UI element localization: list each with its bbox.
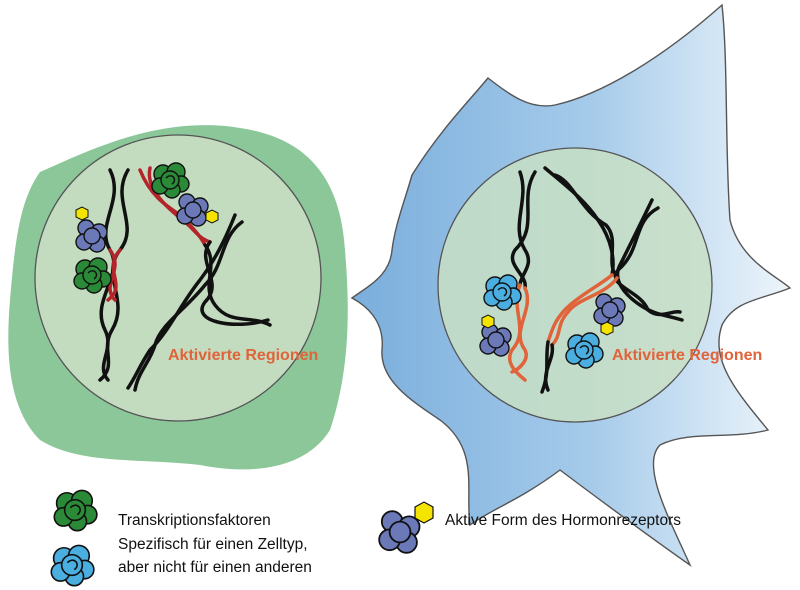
legend-hormone-receptor: Aktive Form des Hormonrezeptors xyxy=(445,512,681,529)
left-cell: Aktivierte Regionen xyxy=(8,125,348,470)
legend-cell-type-specific-2: aber nicht für einen anderen xyxy=(118,559,312,576)
hormone-icon xyxy=(205,209,219,224)
transcription-factor-green xyxy=(151,162,190,199)
active-region-strand xyxy=(106,248,122,302)
activated-regions-label: Aktivierte Regionen xyxy=(612,347,762,364)
transcription-factor-green xyxy=(73,257,112,294)
hormone-icon xyxy=(481,314,495,329)
hormone-receptor xyxy=(479,323,512,357)
hormone-icon xyxy=(600,321,614,336)
legend-cell-type-specific-1: Spezifisch für einen Zelltyp, xyxy=(118,536,308,553)
hormone-receptor xyxy=(593,293,626,327)
legend-hormone-receptor-icon xyxy=(378,510,421,554)
legend: Transkriptionsfaktoren Spezifisch für ei… xyxy=(50,489,681,587)
activated-regions-label: Aktivierte Regionen xyxy=(168,347,318,364)
transcription-factor-blue xyxy=(565,332,604,369)
right-nucleus xyxy=(437,147,713,423)
legend-hormone-icon xyxy=(414,501,434,524)
right-cell: Aktivierte Regionen xyxy=(350,3,792,568)
legend-tf-green-icon xyxy=(53,489,98,532)
legend-tf-blue-icon xyxy=(50,544,95,587)
legend-transcription-factors: Transkriptionsfaktoren xyxy=(118,512,271,529)
right-dna xyxy=(507,166,684,394)
dna-strand xyxy=(553,173,619,280)
active-region-strand xyxy=(510,286,530,374)
active-region-strand xyxy=(550,276,619,347)
dna-strand xyxy=(613,206,682,317)
dna-strand xyxy=(510,170,537,290)
dna-strand xyxy=(200,240,270,327)
dna-strand xyxy=(543,343,555,392)
hormone-receptor xyxy=(75,219,108,253)
dna-strand xyxy=(133,220,244,392)
hormone-receptor xyxy=(176,193,209,227)
active-region-strand xyxy=(546,273,614,344)
transcription-factor-blue xyxy=(483,274,522,311)
dna-strand xyxy=(517,170,531,287)
hormone-icon xyxy=(75,206,89,221)
